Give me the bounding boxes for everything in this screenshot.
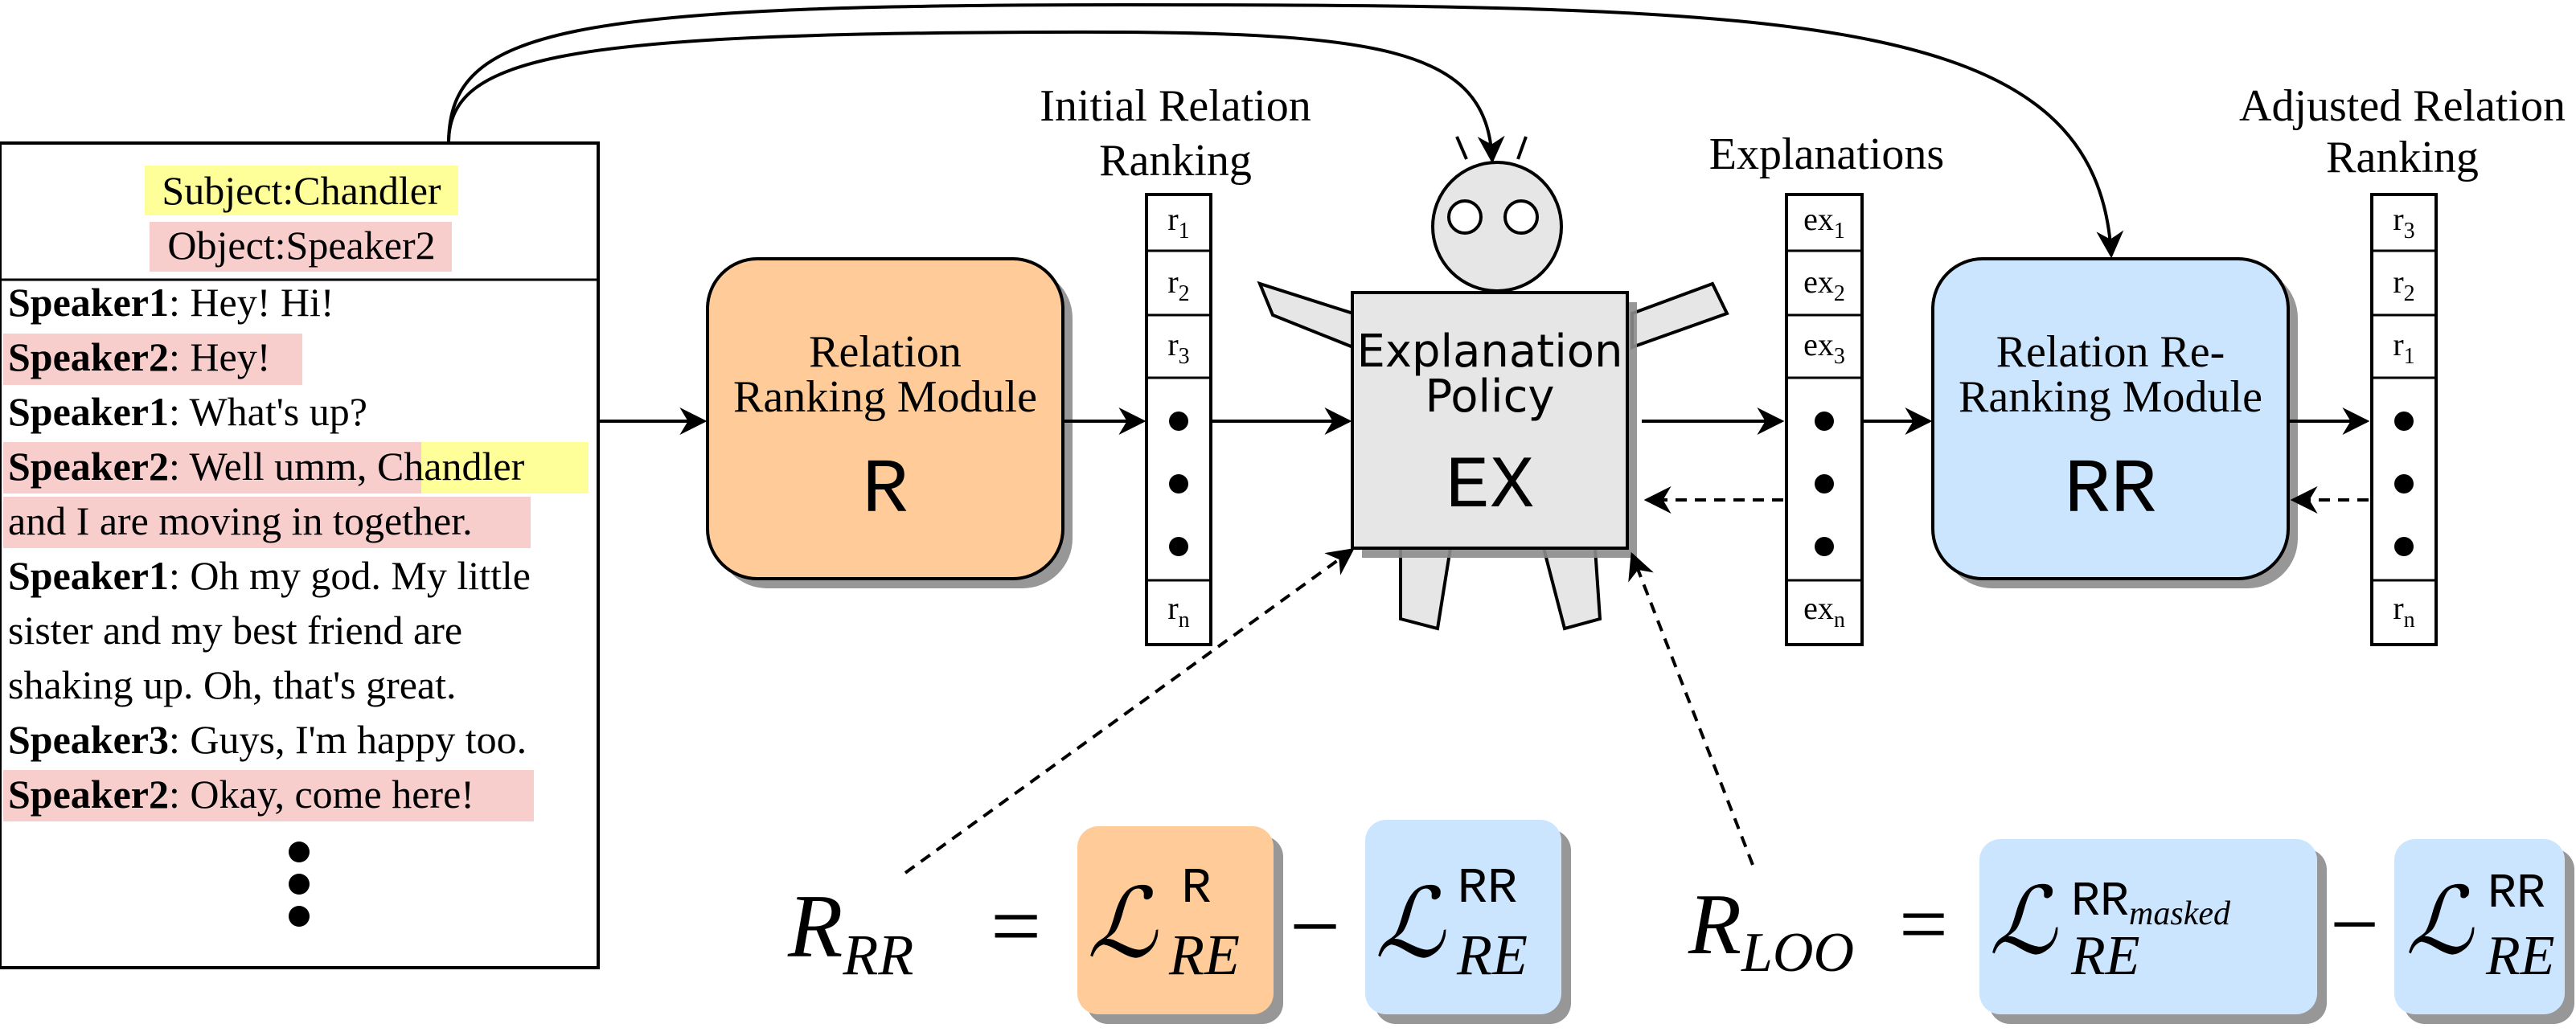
robot-head-icon (1431, 161, 1563, 293)
ex-symbol: EX (1446, 444, 1534, 529)
svg-text:RRmasked: RRmasked (2071, 875, 2231, 932)
explanation-policy-robot: Explanation Policy EX (1257, 136, 1729, 631)
rloo-reward-arrow (1628, 551, 1754, 866)
svg-text:Ranking: Ranking (2326, 133, 2479, 182)
rrr-reward-arrow (904, 548, 1355, 874)
svg-text:=: = (1899, 877, 1948, 973)
dialogue-to-rr-arrow (447, 2, 2124, 259)
rr-symbol: RR (2064, 447, 2156, 534)
ellipsis-icon (1169, 412, 1188, 556)
svg-text:RR: RR (2488, 867, 2545, 922)
svg-text:RE: RE (2070, 925, 2140, 987)
explanations-list: Explanations ex1 ex2 ex3 exn (1709, 129, 1944, 646)
robot-leg-icon (1399, 547, 1453, 631)
svg-text:Initial Relation: Initial Relation (1040, 81, 1311, 131)
list-item: r1 (2393, 326, 2414, 369)
svg-text:Relation Re-: Relation Re- (1996, 327, 2225, 377)
subject-label: Subject:Chandler (162, 168, 441, 213)
svg-text:RR: RR (1458, 860, 1517, 917)
rloo-formula: RLOO = ℒ RE RRmasked − ℒ RE RR (1688, 839, 2574, 1024)
dialogue-line: Speaker1: Hey! Hi! (8, 280, 334, 325)
svg-text:ℒ: ℒ (2406, 871, 2475, 974)
svg-text:Policy: Policy (1425, 371, 1554, 423)
adjusted-ranking-list: Adjusted Relation Ranking r3 r2 r1 rn (2239, 81, 2566, 646)
svg-text:Adjusted Relation: Adjusted Relation (2239, 81, 2566, 131)
svg-text:−: − (1290, 877, 1340, 977)
dialogue-line: Speaker3: Guys, I'm happy too. (8, 717, 527, 762)
initial-ranking-list: Initial Relation Ranking r1 r2 r3 rn (1040, 81, 1311, 646)
object-label: Object:Speaker2 (167, 223, 435, 268)
svg-text:Ranking: Ranking (1099, 136, 1252, 186)
list-item: rn (1167, 590, 1189, 633)
robot-arm-icon (1631, 281, 1729, 350)
list-item: ex2 (1803, 264, 1845, 306)
svg-text:Ranking Module: Ranking Module (733, 372, 1037, 422)
svg-text:ℒ: ℒ (1087, 870, 1159, 977)
svg-text:Explanations: Explanations (1709, 129, 1944, 179)
svg-text:Ranking Module: Ranking Module (1959, 372, 2262, 422)
dialogue-line-continuation: shaking up. Oh, that's great. (8, 662, 457, 707)
list-item: rn (2393, 590, 2414, 633)
list-item: r2 (2393, 264, 2414, 306)
dialogue-line: Speaker1: Oh my god. My little (8, 553, 531, 598)
list-item: exn (1803, 590, 1845, 633)
ellipsis-icon (2394, 412, 2414, 556)
svg-text:Relation: Relation (809, 327, 962, 377)
list-item: ex1 (1803, 201, 1845, 244)
r-symbol: R (862, 447, 909, 534)
list-item: r3 (1167, 326, 1189, 369)
svg-text:RLOO: RLOO (1688, 877, 1854, 984)
svg-text:R: R (1181, 860, 1211, 917)
list-item: r2 (1167, 264, 1189, 306)
dialogue-line: Speaker2: Hey! (8, 334, 270, 379)
svg-text:RE: RE (1168, 923, 1240, 987)
svg-text:RRR: RRR (787, 877, 913, 987)
svg-text:−: − (2330, 877, 2379, 973)
list-item: r3 (2393, 201, 2414, 244)
dialogue-panel: Subject:Chandler Object:Speaker2 Speaker… (0, 141, 600, 969)
svg-text:=: = (991, 877, 1041, 977)
svg-text:Explanation: Explanation (1356, 326, 1622, 378)
dialogue-line-continuation: sister and my best friend are (8, 608, 462, 653)
dialogue-to-ex-arrow (447, 30, 1505, 164)
svg-text:RE: RE (2485, 925, 2555, 987)
dialogue-line-continuation: and I are moving in together. (8, 498, 473, 543)
svg-text:RE: RE (1456, 923, 1528, 987)
robot-leg-icon (1541, 547, 1602, 631)
svg-text:ℒ: ℒ (1375, 870, 1446, 977)
list-item: r1 (1167, 201, 1189, 244)
rrr-formula: RRR = ℒ RE R − ℒ RE RR (787, 820, 1571, 1024)
chandler-mention: Chandler (377, 444, 525, 489)
dialogue-line: Speaker2: Okay, come here! (8, 772, 474, 817)
list-item: ex3 (1803, 326, 1845, 369)
ellipsis-icon (289, 842, 310, 927)
svg-text:ℒ: ℒ (1989, 871, 2058, 974)
dialogue-line: Speaker1: What's up? (8, 389, 367, 434)
relation-ranking-module: Relation Ranking Module R (706, 257, 1073, 588)
relation-reranking-module: Relation Re- Ranking Module RR (1931, 257, 2298, 588)
dialogue-line: Speaker2: Well umm, Chandler (8, 444, 525, 489)
robot-arm-icon (1257, 281, 1355, 350)
ellipsis-icon (1815, 412, 1834, 556)
